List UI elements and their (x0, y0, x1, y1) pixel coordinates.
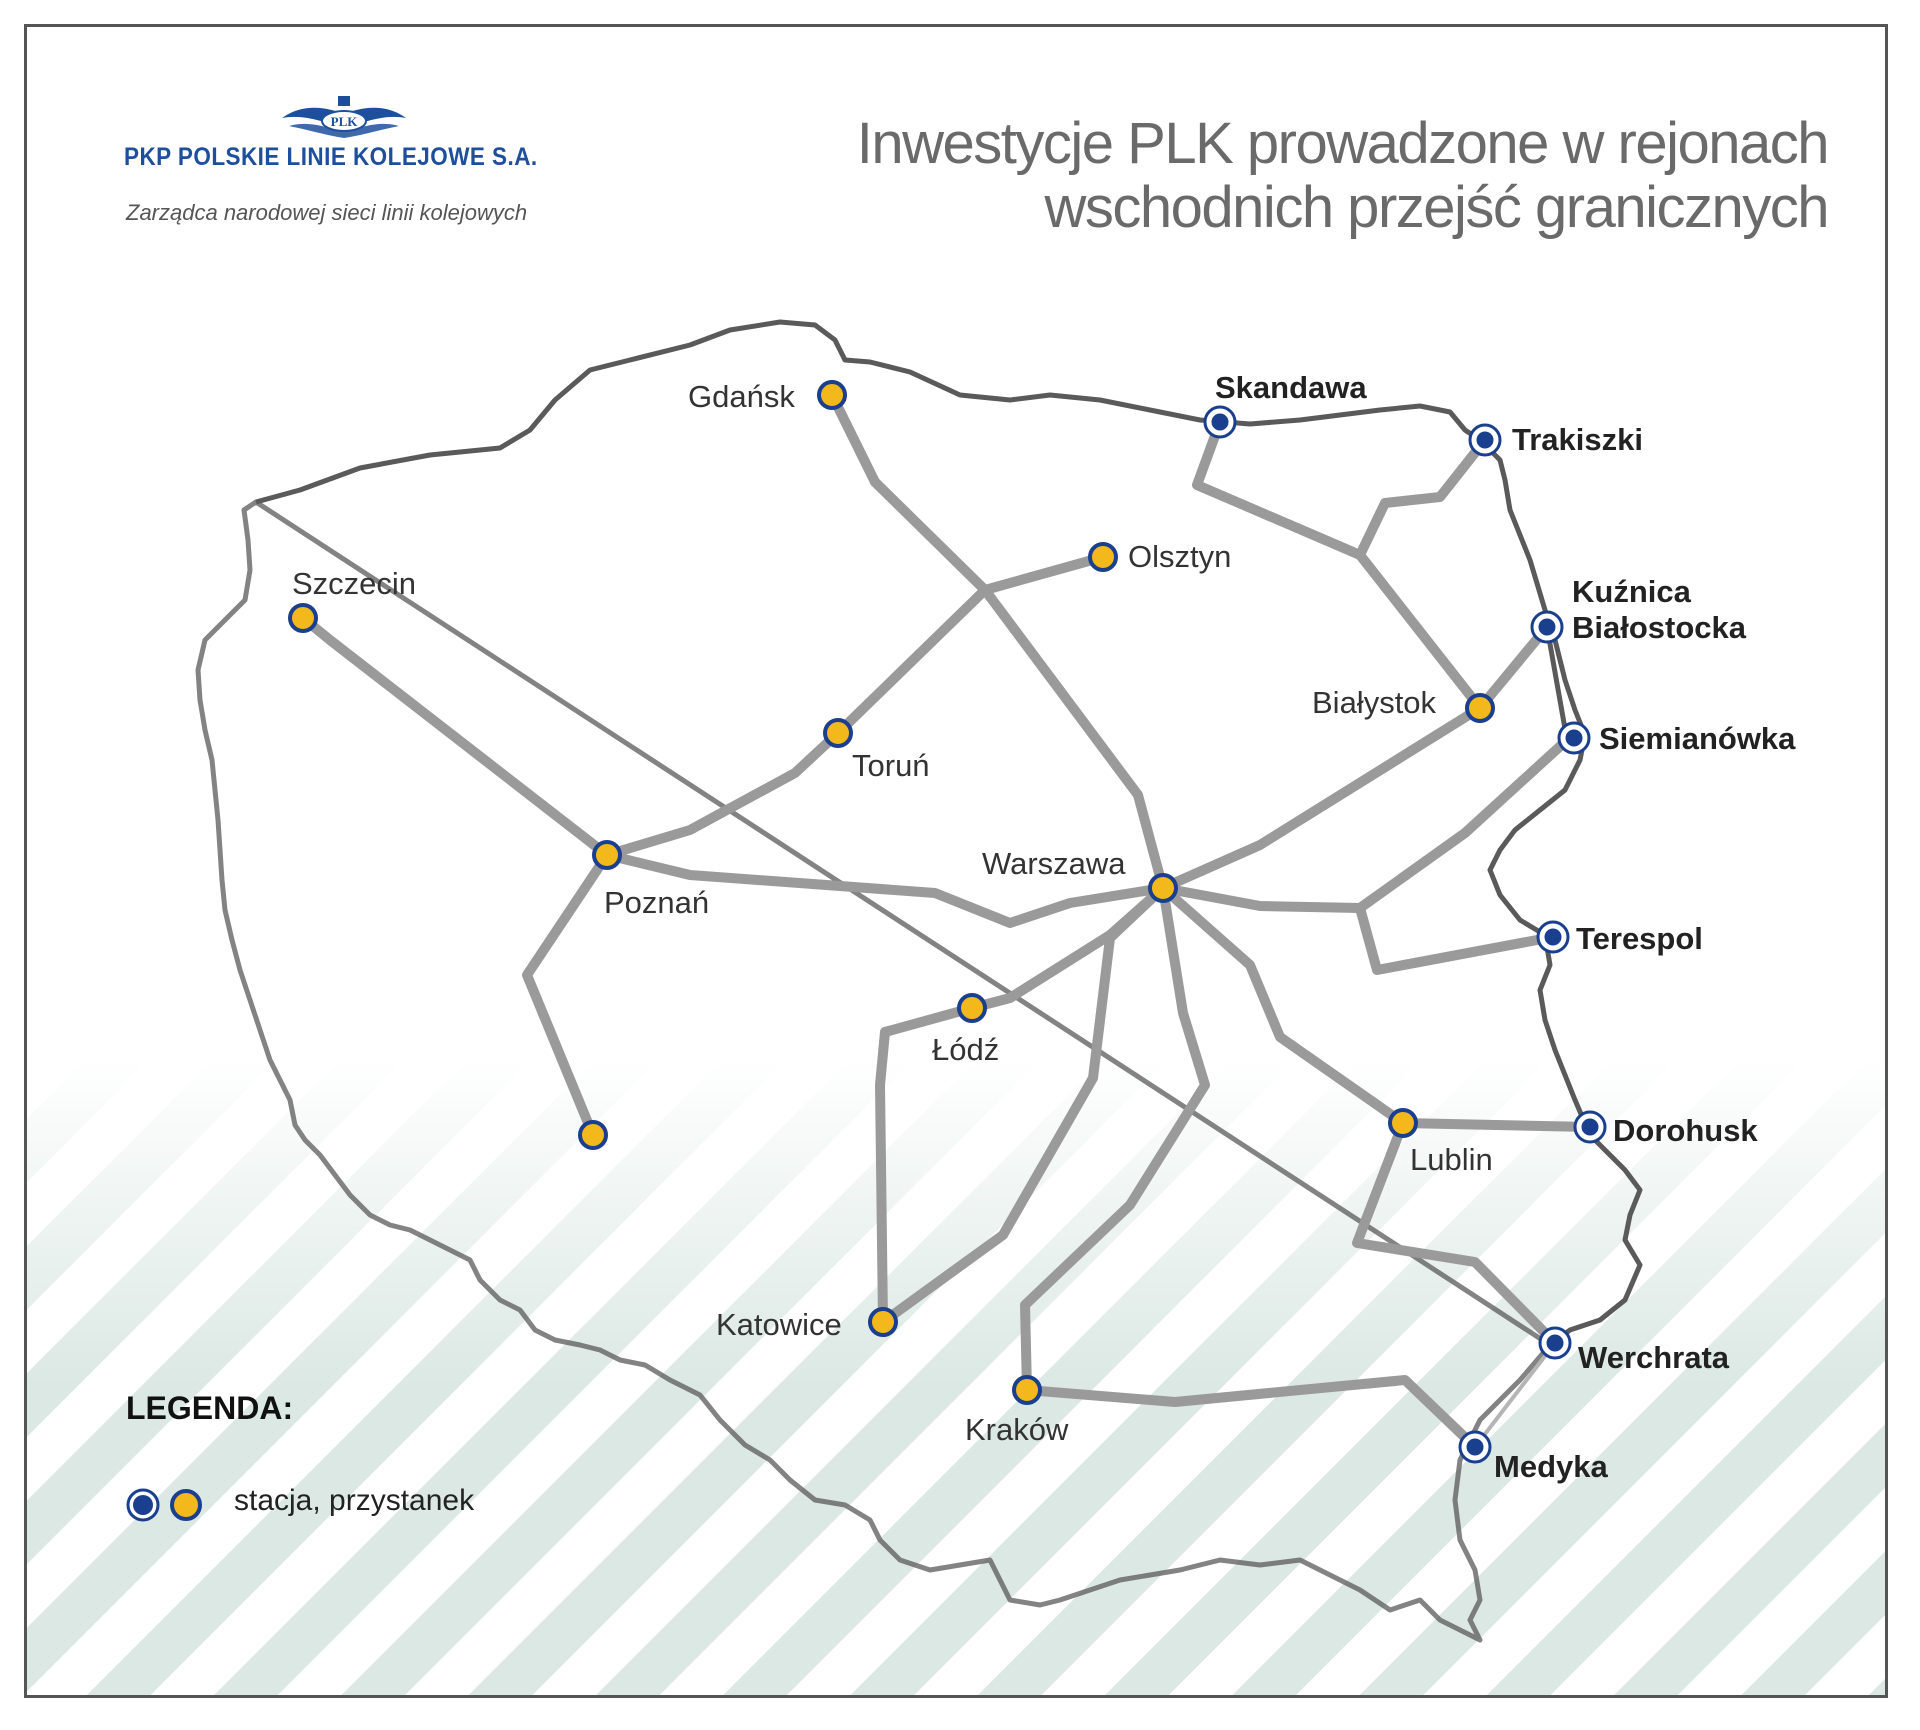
city-stations (288, 380, 1495, 1405)
station-terespol[interactable] (1536, 920, 1570, 954)
legend-city-station-icon (170, 1489, 202, 1521)
line-bialystok-skandawa (1192, 417, 1485, 713)
label-kuznica-line2: Białostocka (1572, 610, 1747, 645)
label-lodz: Łódź (932, 1032, 999, 1067)
label-kuznica: Kuźnica (1572, 574, 1692, 609)
line-krakow-medyka (1022, 1375, 1480, 1452)
country-border (255, 319, 1643, 1347)
station-medyka[interactable] (1458, 1430, 1492, 1464)
station-werchrata[interactable] (1538, 1326, 1572, 1360)
label-gdansk: Gdańsk (688, 379, 795, 414)
station-lublin[interactable] (1388, 1108, 1418, 1138)
line-poznan-south (522, 850, 612, 1140)
legend-markers (126, 1488, 202, 1522)
label-trakiszki: Trakiszki (1512, 422, 1643, 457)
line-warszawa-bialystok-kuznica (1158, 622, 1552, 893)
line-warszawa-katowice-cmk (878, 883, 1168, 1327)
label-terespol: Terespol (1576, 921, 1703, 956)
line-gdansk-warszawa (827, 390, 1168, 893)
line-warszawa-krakow (1020, 883, 1210, 1395)
map-frame (24, 24, 1888, 1698)
station-lodz[interactable] (957, 993, 987, 1023)
line-warszawa-lublin (1158, 883, 1595, 1132)
label-warszawa: Warszawa (982, 846, 1126, 881)
label-krakow: Kraków (965, 1412, 1069, 1447)
station-krakow[interactable] (1012, 1375, 1042, 1405)
label-siemianowka: Siemianówka (1599, 721, 1796, 756)
label-olsztyn: Olsztyn (1128, 539, 1231, 574)
line-lublin-werchrata (1352, 1118, 1560, 1348)
label-dorohusk: Dorohusk (1613, 1113, 1758, 1148)
label-katowice: Katowice (716, 1307, 842, 1342)
title-line-2: wschodnich przejść granicznych (1044, 175, 1830, 240)
line-kuznica-siemianowka-border (1544, 626, 1570, 741)
logo-text: PLK (331, 114, 359, 129)
line-poznan-torun-olsztyn (602, 552, 1108, 860)
station-skandawa[interactable] (1203, 405, 1237, 439)
label-lublin: Lublin (1410, 1142, 1493, 1177)
station-trakiszki[interactable] (1468, 423, 1502, 457)
label-skandawa: Skandawa (1215, 370, 1367, 405)
page-title: Inwestycje PLK prowadzone w rejonach wsc… (856, 111, 1830, 240)
company-name: PKP POLSKIE LINIE KOLEJOWE S.A. (124, 143, 538, 171)
station-dorohusk[interactable] (1573, 1110, 1607, 1144)
line-poznan-warszawa (602, 850, 1168, 928)
line-warszawa-siemianowka (1158, 735, 1572, 913)
station-warszawa[interactable] (1148, 873, 1178, 903)
station-torun[interactable] (823, 718, 853, 748)
station-katowice[interactable] (868, 1307, 898, 1337)
station-poznan[interactable] (592, 840, 622, 870)
plk-wings-logo: PLK (282, 96, 406, 138)
label-bialystok: Białystok (1312, 685, 1437, 720)
tagline: Zarządca narodowej sieci linii kolejowyc… (126, 200, 528, 225)
title-line-1: Inwestycje PLK prowadzone w rejonach (856, 111, 1830, 176)
line-szczecin-poznan (298, 613, 612, 860)
label-poznan: Poznań (604, 885, 709, 920)
label-szczecin: Szczecin (292, 566, 416, 601)
station-szczecin[interactable] (288, 603, 318, 633)
legend-item-label: stacja, przystanek (234, 1484, 475, 1517)
line-werchrata-medyka (1473, 1341, 1557, 1449)
station-gdansk[interactable] (817, 380, 847, 410)
country-border-lower (195, 499, 1553, 1643)
label-werchrata: Werchrata (1578, 1340, 1730, 1375)
legend-title: LEGENDA: (126, 1390, 294, 1426)
station-kuznica[interactable] (1530, 610, 1564, 644)
station-wroclaw[interactable] (578, 1120, 608, 1150)
label-medyka: Medyka (1494, 1449, 1608, 1484)
station-siemianowka[interactable] (1557, 721, 1591, 755)
line-trakiszki-junction (1355, 435, 1490, 560)
label-torun: Toruń (852, 748, 930, 783)
striped-background (27, 1060, 1885, 1695)
line-terespol (1355, 903, 1558, 975)
station-bialystok[interactable] (1465, 693, 1495, 723)
station-olsztyn[interactable] (1088, 542, 1118, 572)
border-stations (1203, 405, 1607, 1464)
